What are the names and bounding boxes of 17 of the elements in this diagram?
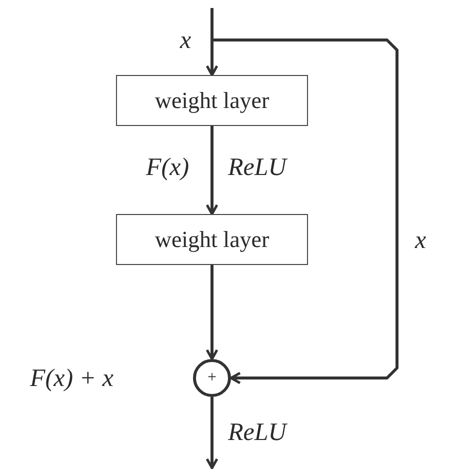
arrow: [206, 397, 218, 470]
arrow: [206, 126, 218, 216]
edge-label: x: [180, 28, 192, 53]
sum-circle: [193, 359, 231, 397]
layer-name: weight layer: [154, 226, 270, 252]
plus-sign: +: [207, 369, 217, 387]
edge-label: ReLU: [228, 155, 286, 180]
layer-box: [116, 214, 308, 265]
arrow: [206, 8, 218, 76]
layer-name: weight layer: [154, 88, 270, 114]
layer-box: [116, 75, 308, 126]
edge-label: ReLU: [228, 420, 286, 445]
function-label: F(x): [146, 155, 190, 180]
arrow: [212, 38, 398, 384]
arrow: [206, 265, 218, 360]
sum-label: F(x) + x: [30, 366, 114, 391]
edge-label: x: [415, 228, 426, 253]
